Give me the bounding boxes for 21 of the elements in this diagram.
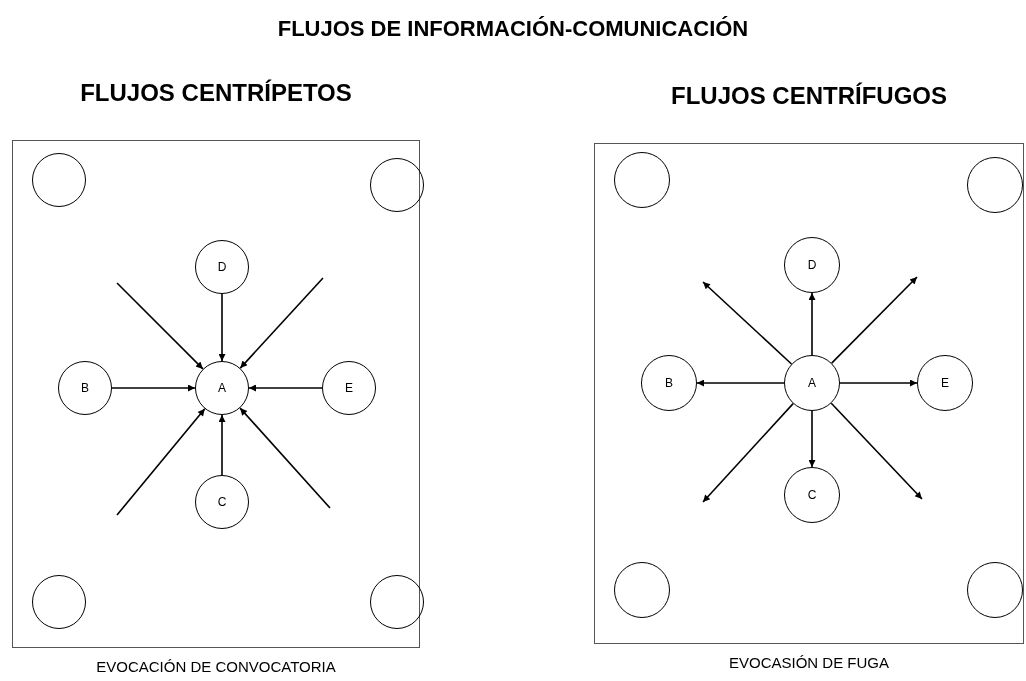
arrow	[116, 408, 206, 516]
arrow	[702, 402, 794, 503]
arrow	[218, 414, 226, 476]
arrow	[808, 410, 816, 468]
arrow	[248, 384, 323, 392]
arrow	[218, 293, 226, 362]
arrow	[830, 402, 923, 500]
panel-heading: FLUJOS CENTRÍFUGOS	[670, 82, 948, 110]
diagram-title: FLUJOS DE INFORMACIÓN-COMUNICACIÓN	[276, 16, 750, 42]
arrow	[808, 292, 816, 356]
arrow	[696, 379, 785, 387]
arrow	[702, 281, 793, 365]
arrow	[839, 379, 918, 387]
panel-caption: EVOCASIÓN DE FUGA	[728, 654, 890, 671]
panel-heading: FLUJOS CENTRÍPETOS	[79, 79, 353, 107]
arrow	[111, 384, 196, 392]
arrow	[239, 407, 331, 509]
panel-caption: EVOCACIÓN DE CONVOCATORIA	[95, 658, 337, 675]
arrow	[116, 282, 204, 370]
arrow	[830, 276, 918, 364]
arrow	[239, 277, 324, 369]
